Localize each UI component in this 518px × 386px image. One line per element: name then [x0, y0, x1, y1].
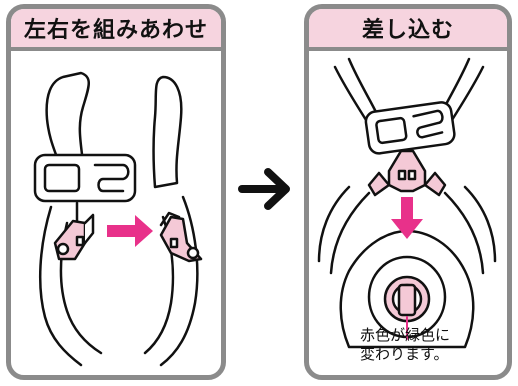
right-strap	[152, 75, 183, 189]
step-panel-insert: 差し込む	[304, 4, 512, 380]
color-change-note: 赤色が緑色に 変わります。	[360, 326, 500, 364]
note-line-2: 変わります。	[360, 345, 449, 363]
arrow-right-icon	[238, 168, 290, 210]
combined-latch-part	[387, 149, 427, 193]
arrow-down-pink-icon	[391, 197, 423, 239]
buckle-insert-illustration	[317, 57, 497, 349]
arrow-right-pink-icon	[107, 215, 153, 247]
step-title-combine: 左右を組みあわせ	[11, 9, 221, 51]
note-line-1: 赤色が緑色に	[360, 326, 451, 344]
buckle-combine-illustration	[33, 71, 203, 367]
step-panel-combine: 左右を組みあわせ	[6, 4, 226, 380]
step-title-insert: 差し込む	[309, 9, 507, 51]
left-strap	[45, 71, 90, 165]
